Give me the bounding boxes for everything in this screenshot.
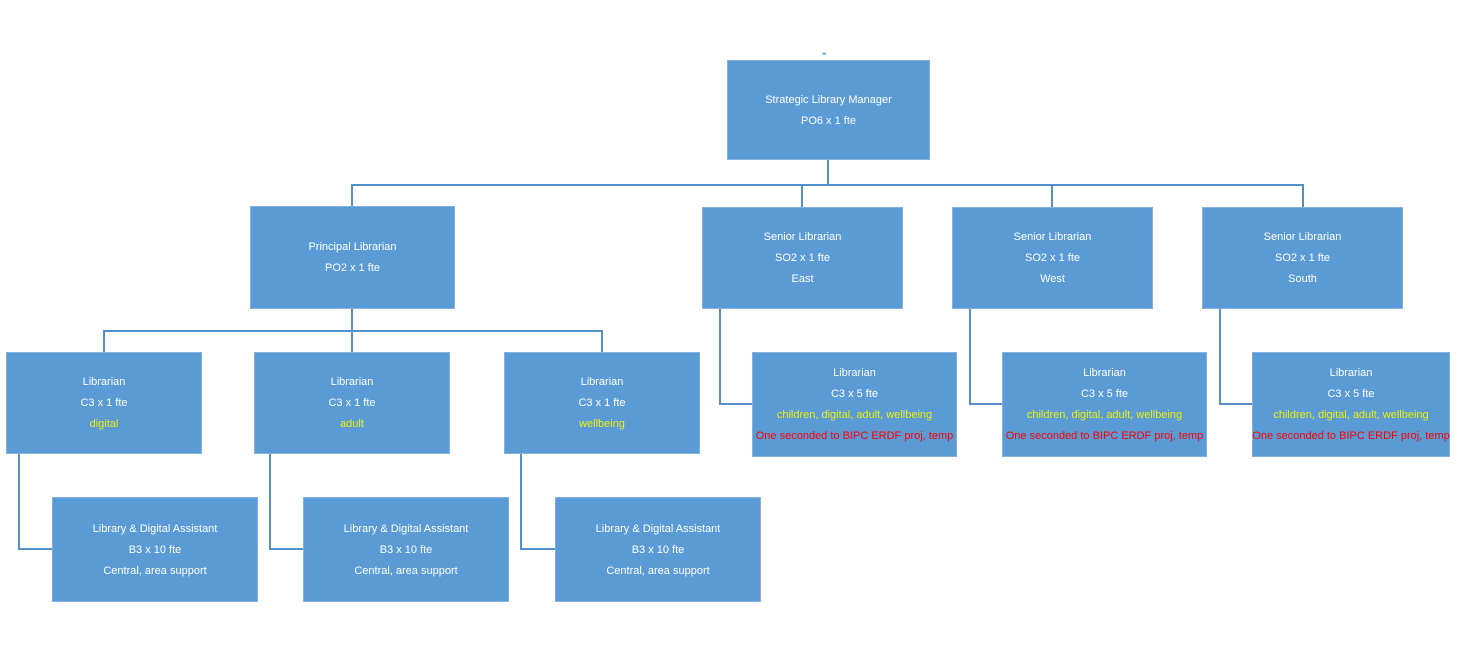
node-title: Library & Digital Assistant (343, 522, 469, 535)
org-node-senior-librarian-east[interactable]: Senior Librarian SO2 x 1 fte East (702, 207, 903, 309)
node-secondment-note: One seconded to BIPC ERDF proj, temp (1252, 430, 1450, 442)
node-establishment: C3 x 1 fte (578, 397, 626, 409)
connector-adult-elbow-vertical (269, 454, 271, 550)
connector-digital-elbow-vertical (18, 454, 20, 550)
node-coverage: Central, area support (354, 564, 458, 577)
node-title: Senior Librarian (1263, 231, 1342, 243)
node-specialism: digital (89, 418, 119, 430)
connector-drop-librarian-digital (103, 330, 105, 352)
org-node-strategic-library-manager[interactable]: Strategic Library Manager PO6 x 1 fte (727, 60, 930, 160)
org-node-librarian-team-east[interactable]: Librarian C3 x 5 fte children, digital, … (752, 352, 957, 457)
org-node-library-digital-assistant-1[interactable]: Library & Digital Assistant B3 x 10 fte … (52, 497, 258, 602)
node-establishment: PO2 x 1 fte (324, 262, 381, 274)
connector-east-elbow-vertical (719, 309, 721, 405)
connector-drop-senior-west (1051, 184, 1053, 207)
node-establishment: SO2 x 1 fte (1274, 252, 1331, 264)
connector-drop-principal (351, 184, 353, 207)
connector-east-elbow-horizontal (719, 403, 752, 405)
node-establishment: SO2 x 1 fte (1024, 252, 1081, 264)
connector-wellbeing-elbow-horizontal (520, 548, 555, 550)
node-title: Librarian (1083, 367, 1126, 379)
connector-drop-librarian-adult (351, 330, 353, 352)
node-title: Librarian (330, 376, 374, 388)
connector-level3-rail (103, 330, 603, 332)
org-node-senior-librarian-south[interactable]: Senior Librarian SO2 x 1 fte South (1202, 207, 1403, 309)
node-establishment: B3 x 10 fte (631, 543, 685, 556)
connector-drop-senior-east (801, 184, 803, 207)
connector-west-elbow-vertical (969, 309, 971, 405)
node-establishment: C3 x 5 fte (1327, 388, 1375, 400)
node-title: Librarian (82, 376, 126, 388)
connector-adult-elbow-horizontal (269, 548, 303, 550)
org-node-library-digital-assistant-2[interactable]: Library & Digital Assistant B3 x 10 fte … (303, 497, 509, 602)
node-title: Principal Librarian (308, 241, 397, 253)
node-establishment: C3 x 1 fte (328, 397, 376, 409)
org-node-librarian-team-south[interactable]: Librarian C3 x 5 fte children, digital, … (1252, 352, 1450, 457)
org-node-library-digital-assistant-3[interactable]: Library & Digital Assistant B3 x 10 fte … (555, 497, 761, 602)
stray-dash-artifact: - (822, 45, 827, 60)
node-title: Senior Librarian (1013, 231, 1092, 243)
node-area: West (1040, 273, 1065, 285)
connector-root-stem (827, 160, 829, 185)
org-node-librarian-wellbeing[interactable]: Librarian C3 x 1 fte wellbeing (504, 352, 700, 454)
node-title: Librarian (1329, 367, 1373, 379)
node-title: Library & Digital Assistant (595, 522, 721, 535)
node-establishment: PO6 x 1 fte (800, 114, 857, 127)
connector-south-elbow-vertical (1219, 309, 1221, 405)
node-specialism: adult (340, 418, 364, 430)
connector-west-elbow-horizontal (969, 403, 1002, 405)
node-coverage: Central, area support (103, 564, 207, 577)
node-establishment: SO2 x 1 fte (774, 252, 831, 264)
node-specialisms: children, digital, adult, wellbeing (776, 409, 933, 421)
connector-drop-senior-south (1302, 184, 1304, 207)
node-establishment: C3 x 5 fte (1080, 388, 1129, 400)
node-area: East (791, 273, 814, 285)
node-specialisms: children, digital, adult, wellbeing (1273, 409, 1429, 421)
node-establishment: C3 x 5 fte (830, 388, 879, 400)
org-node-principal-librarian[interactable]: Principal Librarian PO2 x 1 fte (250, 206, 455, 309)
org-node-librarian-adult[interactable]: Librarian C3 x 1 fte adult (254, 352, 450, 454)
node-title: Librarian (580, 376, 624, 388)
node-secondment-note: One seconded to BIPC ERDF proj, temp (755, 430, 954, 442)
connector-south-elbow-horizontal (1219, 403, 1252, 405)
connector-digital-elbow-horizontal (18, 548, 52, 550)
node-coverage: Central, area support (606, 564, 710, 577)
node-secondment-note: One seconded to BIPC ERDF proj, temp (1005, 430, 1204, 442)
connector-wellbeing-elbow-vertical (520, 454, 522, 550)
node-title: Librarian (833, 367, 876, 379)
node-specialism: wellbeing (579, 418, 625, 430)
node-title: Strategic Library Manager (765, 93, 892, 106)
node-establishment: B3 x 10 fte (128, 543, 182, 556)
connector-level2-rail (351, 184, 1304, 186)
node-establishment: B3 x 10 fte (379, 543, 433, 556)
node-title: Senior Librarian (763, 231, 842, 243)
node-title: Library & Digital Assistant (92, 522, 218, 535)
node-area: South (1288, 273, 1317, 285)
node-establishment: C3 x 1 fte (80, 397, 128, 409)
org-node-librarian-digital[interactable]: Librarian C3 x 1 fte digital (6, 352, 202, 454)
connector-principal-stem (351, 309, 353, 332)
org-node-senior-librarian-west[interactable]: Senior Librarian SO2 x 1 fte West (952, 207, 1153, 309)
connector-drop-librarian-wellbeing (601, 330, 603, 352)
node-specialisms: children, digital, adult, wellbeing (1026, 409, 1183, 421)
org-node-librarian-team-west[interactable]: Librarian C3 x 5 fte children, digital, … (1002, 352, 1207, 457)
